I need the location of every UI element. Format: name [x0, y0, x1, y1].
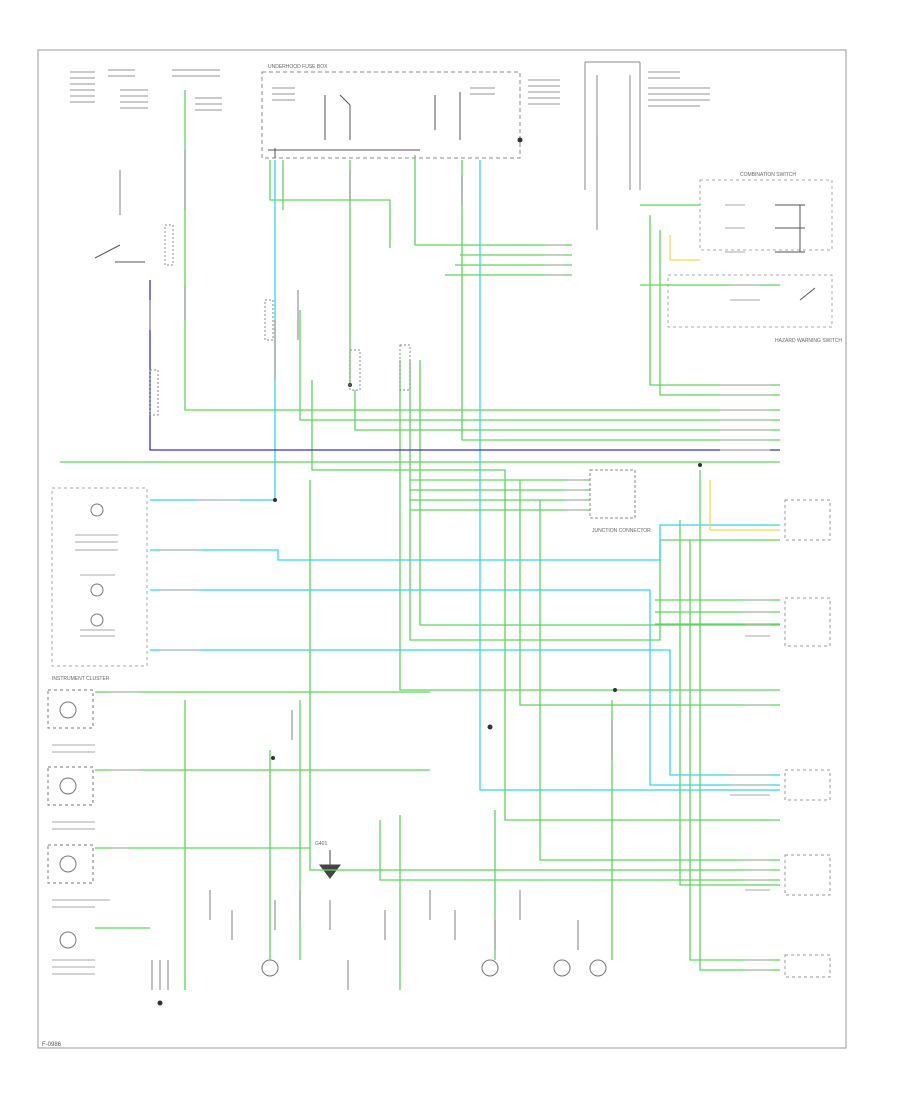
bottom-lamps: [261, 959, 607, 977]
ground-symbol-icon: [318, 850, 342, 879]
left-rear-bulb-icon: [59, 855, 77, 873]
right-rear-bulb-b-icon: [589, 959, 607, 977]
right-front-turn-light: [47, 766, 94, 806]
left-rear-side-light: [47, 844, 94, 884]
footer-code: F-0986: [42, 1042, 62, 1048]
instrument-cluster: [51, 487, 148, 667]
left-switch: [94, 224, 411, 416]
top-left-labels: [70, 69, 222, 111]
top-right-connector: [584, 61, 641, 230]
left-rear-bulb-bottom-icon: [481, 959, 499, 977]
instrument-cluster-title: INSTRUMENT CLUSTER: [52, 676, 110, 682]
wire-labels: [110, 204, 770, 971]
license-light-left-icon: [261, 959, 279, 977]
right-rear-bulb-a-icon: [553, 959, 571, 977]
left-front-turn-light: [47, 689, 94, 729]
fuse-box-labels: [272, 79, 560, 105]
fuse-box-internals: [268, 92, 461, 158]
high-beam-indicator-icon: [90, 503, 104, 517]
left-lamps: [47, 689, 94, 949]
diagram-frame: [37, 49, 847, 1049]
underhood-fuse-box: [261, 71, 521, 159]
junction-connector-box: [589, 469, 636, 519]
blue-wires: [149, 280, 780, 451]
junction-connector-title: JUNCTION CONNECTOR: [592, 528, 651, 534]
cluster-indicators: [90, 503, 104, 627]
ground-label: G401: [315, 841, 327, 847]
cyan-wires: [150, 160, 780, 791]
right-front-bulb-icon: [59, 777, 77, 795]
left-front-bulb-icon: [59, 701, 77, 719]
splice-points: [157, 137, 702, 1006]
right-turn-indicator-icon: [90, 613, 104, 627]
right-rear-side-bulb-icon: [59, 931, 77, 949]
vertical-wire-labels: [119, 135, 613, 990]
combination-switch-title: COMBINATION SWITCH: [740, 172, 796, 178]
hazard-switch-title: HAZARD WARNING SWITCH: [775, 338, 842, 344]
combination-switch: [699, 179, 833, 251]
hazard-warning-switch: [667, 274, 833, 328]
top-right-labels: [648, 71, 710, 107]
yellow-wires: [669, 235, 780, 531]
right-connectors: [784, 499, 831, 978]
left-turn-indicator-icon: [90, 583, 104, 597]
fuse-box-title: UNDERHOOD FUSE BOX: [268, 64, 328, 70]
combination-switch-contacts: [775, 204, 805, 253]
green-wires: [60, 90, 780, 990]
